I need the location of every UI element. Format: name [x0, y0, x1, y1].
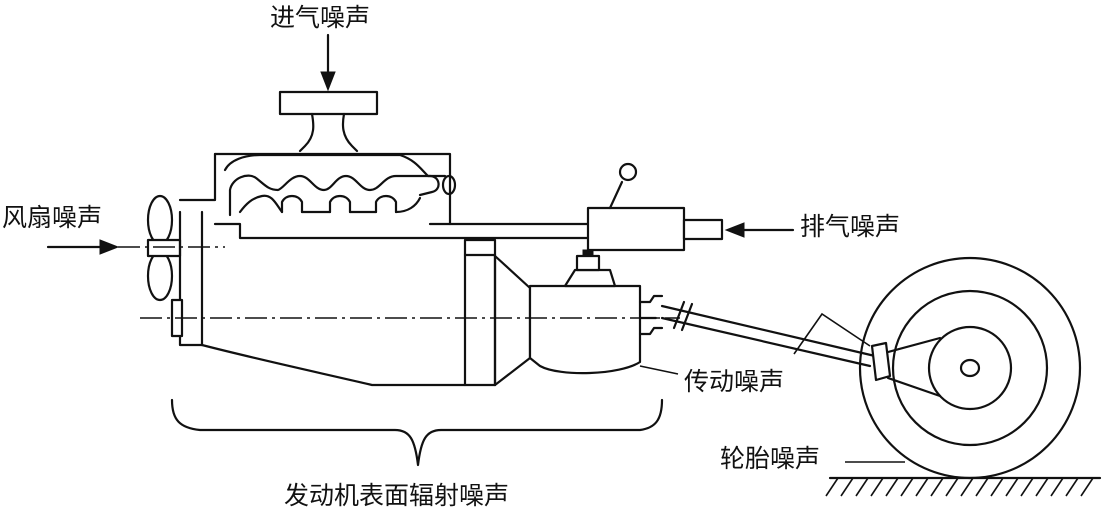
engine-block: [170, 210, 532, 387]
ground-hatch-line: [1020, 477, 1034, 497]
ground-hatch-line: [990, 477, 1004, 497]
fan-noise-label: 风扇噪声: [2, 203, 103, 232]
engine-head: [178, 152, 592, 240]
ground: [825, 476, 1102, 497]
exhaust-arrow: [724, 222, 795, 238]
transmission-noise-label: 传动噪声: [684, 367, 785, 396]
tire-leader-upper: [793, 312, 871, 355]
ground-hatch-line: [855, 477, 869, 497]
ground-hatch-line: [945, 477, 959, 497]
ground-hatch-line: [1005, 477, 1019, 497]
ground-hatch-line: [930, 477, 944, 497]
exhaust-silencer: [586, 162, 724, 252]
exhaust-noise-label: 排气噪声: [800, 212, 901, 241]
ground-hatch-line: [975, 477, 989, 497]
intake-noise-label: 进气噪声: [270, 3, 371, 32]
transmission-leader: [639, 365, 679, 375]
ground-hatch-line: [825, 477, 839, 497]
air-filter: [278, 90, 379, 153]
fan: [146, 194, 182, 302]
tire-noise-label: 轮胎噪声: [720, 444, 821, 473]
ground-hatch-line: [1035, 477, 1049, 497]
wheel: [858, 256, 1082, 480]
fan-arrow: [46, 239, 120, 255]
ground-hatch-line: [960, 477, 974, 497]
ground-hatch-line: [870, 477, 884, 497]
gearbox: [528, 249, 664, 375]
ground-hatch-line: [1065, 477, 1079, 497]
ground-hatch-line: [885, 477, 899, 497]
ground-hatch-line: [1080, 477, 1094, 497]
ground-hatch-line: [900, 477, 914, 497]
ground-hatch-line: [1050, 477, 1064, 497]
intake-arrow: [320, 33, 336, 92]
drive-shaft: [660, 300, 877, 368]
ground-hatch-line: [840, 477, 854, 497]
engine-surface-noise-label: 发动机表面辐射噪声: [284, 481, 510, 510]
ground-hatch-line: [915, 477, 929, 497]
surface-brace: [170, 398, 664, 467]
